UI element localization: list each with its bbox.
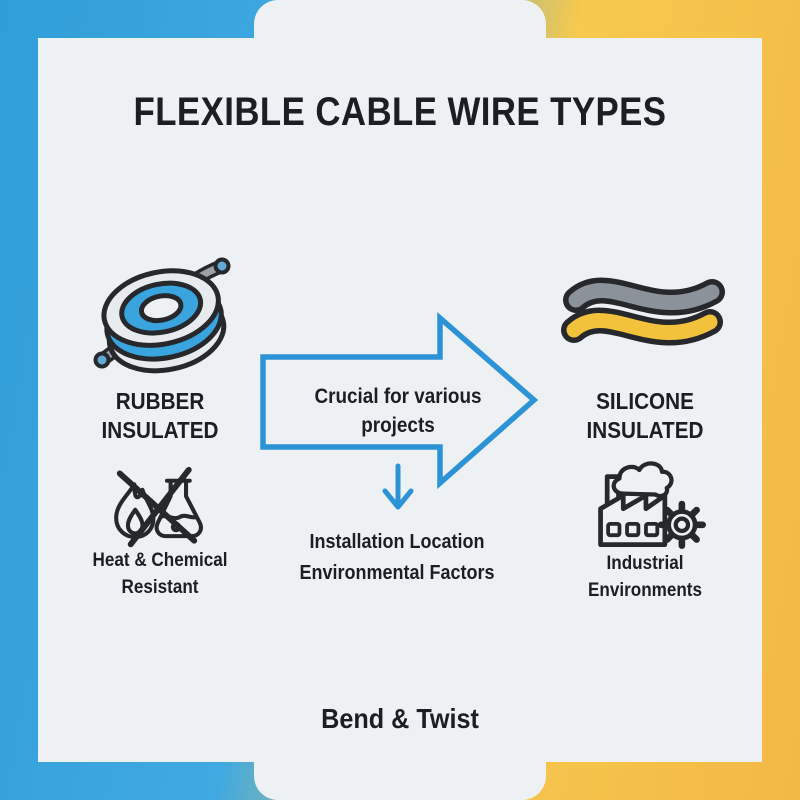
factory-gear-icon bbox=[598, 461, 706, 549]
rubber-insulated-label: RUBBER INSULATED bbox=[101, 388, 219, 443]
silicone-insulated-label: SILICONE INSULATED bbox=[586, 388, 704, 443]
arrow-label: Crucial for various projects bbox=[314, 385, 482, 437]
top-notch bbox=[254, 0, 546, 42]
page-title: FLEXIBLE CABLE WIRE TYPES bbox=[133, 90, 667, 134]
factors-label: Installation Location Environmental Fact… bbox=[299, 531, 495, 584]
heat-chemical-crossed-icon bbox=[114, 466, 203, 548]
footer-label: Bend & Twist bbox=[321, 703, 479, 734]
heat-chemical-label: Heat & Chemical Resistant bbox=[92, 550, 228, 598]
down-arrow-icon bbox=[382, 463, 414, 510]
industrial-label: Industrial Environments bbox=[587, 553, 703, 601]
cable-coil-icon bbox=[93, 257, 231, 374]
wavy-cables-icon bbox=[561, 277, 725, 346]
bottom-notch bbox=[254, 758, 546, 800]
right-arrow-shape bbox=[260, 311, 539, 490]
